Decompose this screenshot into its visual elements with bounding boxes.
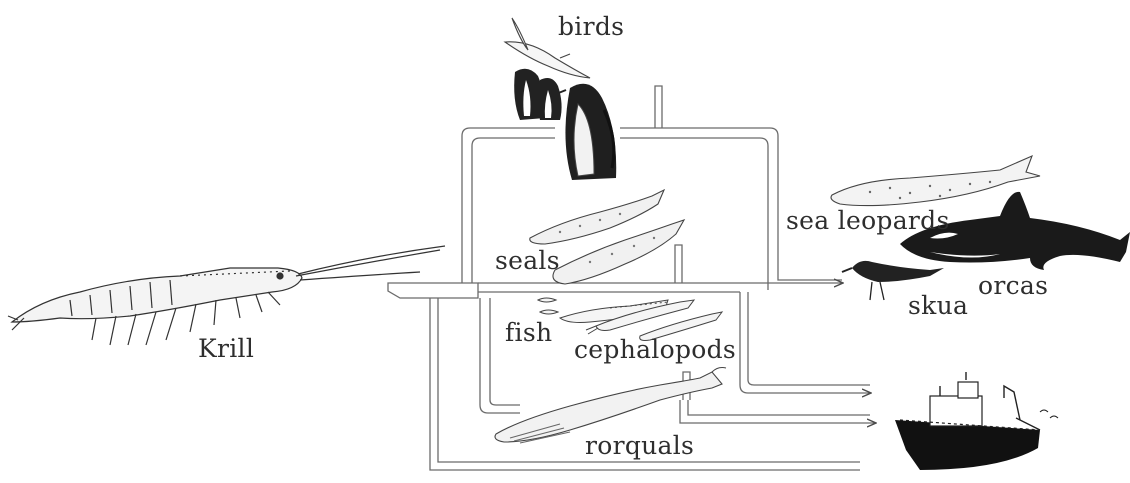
pipe-fish-to-ship-in <box>748 292 870 385</box>
label-rorquals: rorquals <box>585 433 694 458</box>
pipe-fish-branch <box>480 298 520 413</box>
pipe-seals-up <box>675 245 682 283</box>
pipe-to-birds-right-in <box>620 138 768 290</box>
label-sea-leopards: sea leopards <box>786 208 950 233</box>
krill-icon <box>8 246 445 345</box>
pipe-rorquals-ship-in <box>688 400 870 415</box>
label-skua: skua <box>908 293 968 318</box>
pipe-birds-up <box>655 86 662 128</box>
label-seals: seals <box>495 248 560 273</box>
ship-icon <box>895 372 1058 470</box>
penguin-icon <box>514 69 616 180</box>
pipe-fish-branch-in <box>490 298 520 405</box>
label-orcas: orcas <box>978 273 1048 298</box>
label-fish: fish <box>505 320 552 345</box>
label-krill: Krill <box>198 336 254 361</box>
label-cephalopods: cephalopods <box>574 337 736 362</box>
pipe-krill-trunk <box>388 283 478 298</box>
flow-pipes <box>388 86 875 470</box>
pipe-fish-to-ship <box>740 292 870 393</box>
label-birds: birds <box>558 14 624 39</box>
sea-leopard-icon <box>831 156 1040 206</box>
pipe-rorquals-ship <box>680 400 875 423</box>
